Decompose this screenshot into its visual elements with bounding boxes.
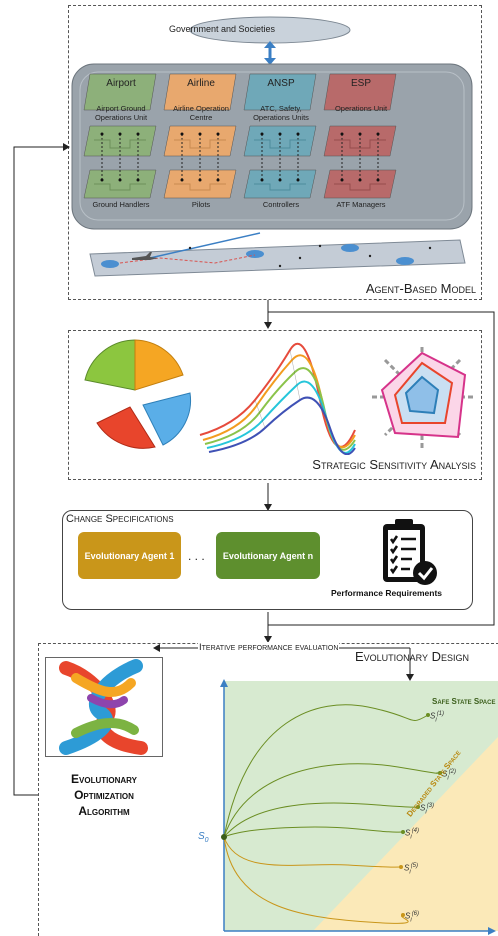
s0-label: S0 xyxy=(198,831,209,844)
s0-text: S xyxy=(198,831,205,842)
runway-graphic xyxy=(101,232,432,268)
algorithm-label-line1: Evolutionary xyxy=(71,772,137,786)
abm-column-title: ANSP xyxy=(267,78,295,89)
abm-column-graphic xyxy=(323,73,397,199)
abm-column-unit: ATC, Safety, Operations Units xyxy=(253,104,309,122)
government-label: Government and Societies xyxy=(168,24,276,34)
state-1-sup: (1) xyxy=(436,711,445,717)
pie-chart-graphic xyxy=(84,339,192,449)
sensitivity-analysis-box xyxy=(68,330,482,480)
state-3-sup: (3) xyxy=(426,803,435,809)
radar-chart-graphic xyxy=(372,347,473,448)
abm-column-bottom: Pilots xyxy=(191,200,211,209)
change-specifications-box xyxy=(62,510,473,610)
state-2-label: Si(2) xyxy=(442,769,457,782)
state-4-label: Si(4) xyxy=(405,828,420,841)
state-space-plot xyxy=(220,679,498,935)
state-6-label: Si(6) xyxy=(405,911,420,924)
evolutionary-agent-1-label: Evolutionary Agent 1 xyxy=(84,550,175,561)
optimization-algorithm-image xyxy=(45,657,163,757)
agent-based-model-label: Agent-Based Model xyxy=(365,281,476,296)
state-2-sup: (2) xyxy=(448,769,457,775)
abm-column-graphic xyxy=(243,73,317,199)
abm-column-graphic xyxy=(83,73,157,199)
abm-column-unit: Airport Ground Operations Unit xyxy=(94,104,148,122)
abm-column-unit: Airline Operation Centre xyxy=(173,104,229,122)
state-5-label: Si(5) xyxy=(404,863,419,876)
abm-column-bottom: Ground Handlers xyxy=(92,200,150,209)
evolutionary-agent-1: Evolutionary Agent 1 xyxy=(78,532,181,579)
s0-subscript: 0 xyxy=(204,837,209,844)
abm-column-title: Airport xyxy=(106,78,136,89)
abm-column-graphic xyxy=(163,73,237,199)
safe-state-space-label: Safe State Space xyxy=(432,697,496,706)
surface-plot-graphic xyxy=(199,343,356,455)
state-5-sup: (5) xyxy=(410,863,419,869)
state-6-sup: (6) xyxy=(411,911,420,917)
abm-column-unit: Operations Unit xyxy=(334,104,388,113)
performance-requirements-label: Performance Requirements xyxy=(331,588,443,598)
state-4-sup: (4) xyxy=(411,828,420,834)
evolutionary-agent-n-label: Evolutionary Agent n xyxy=(222,550,314,561)
abm-column-bottom: Controllers xyxy=(262,200,300,209)
state-3-label: Si(3) xyxy=(420,803,435,816)
evolutionary-agent-n: Evolutionary Agent n xyxy=(216,532,320,579)
agents-ellipsis: . . . xyxy=(188,549,205,563)
abm-column-title: ESP xyxy=(350,78,372,89)
abm-column-title: Airline xyxy=(187,78,215,89)
algorithm-label-line3: Algorithm xyxy=(78,804,130,818)
state-1-label: Si(1) xyxy=(430,711,445,724)
iterative-evaluation-label: Iterative performance evaluation xyxy=(198,642,340,653)
agent-based-model-box xyxy=(68,5,482,300)
abm-column-bottom: ATF Managers xyxy=(336,200,386,209)
evolutionary-design-label: Evolutionary Design xyxy=(355,649,470,664)
algorithm-label-line2: Optimization xyxy=(74,788,134,802)
sensitivity-analysis-label: Strategic Sensitivity Analysis xyxy=(312,457,476,472)
change-specifications-title: Change Specifications xyxy=(66,513,174,525)
clipboard-icon xyxy=(383,519,437,585)
